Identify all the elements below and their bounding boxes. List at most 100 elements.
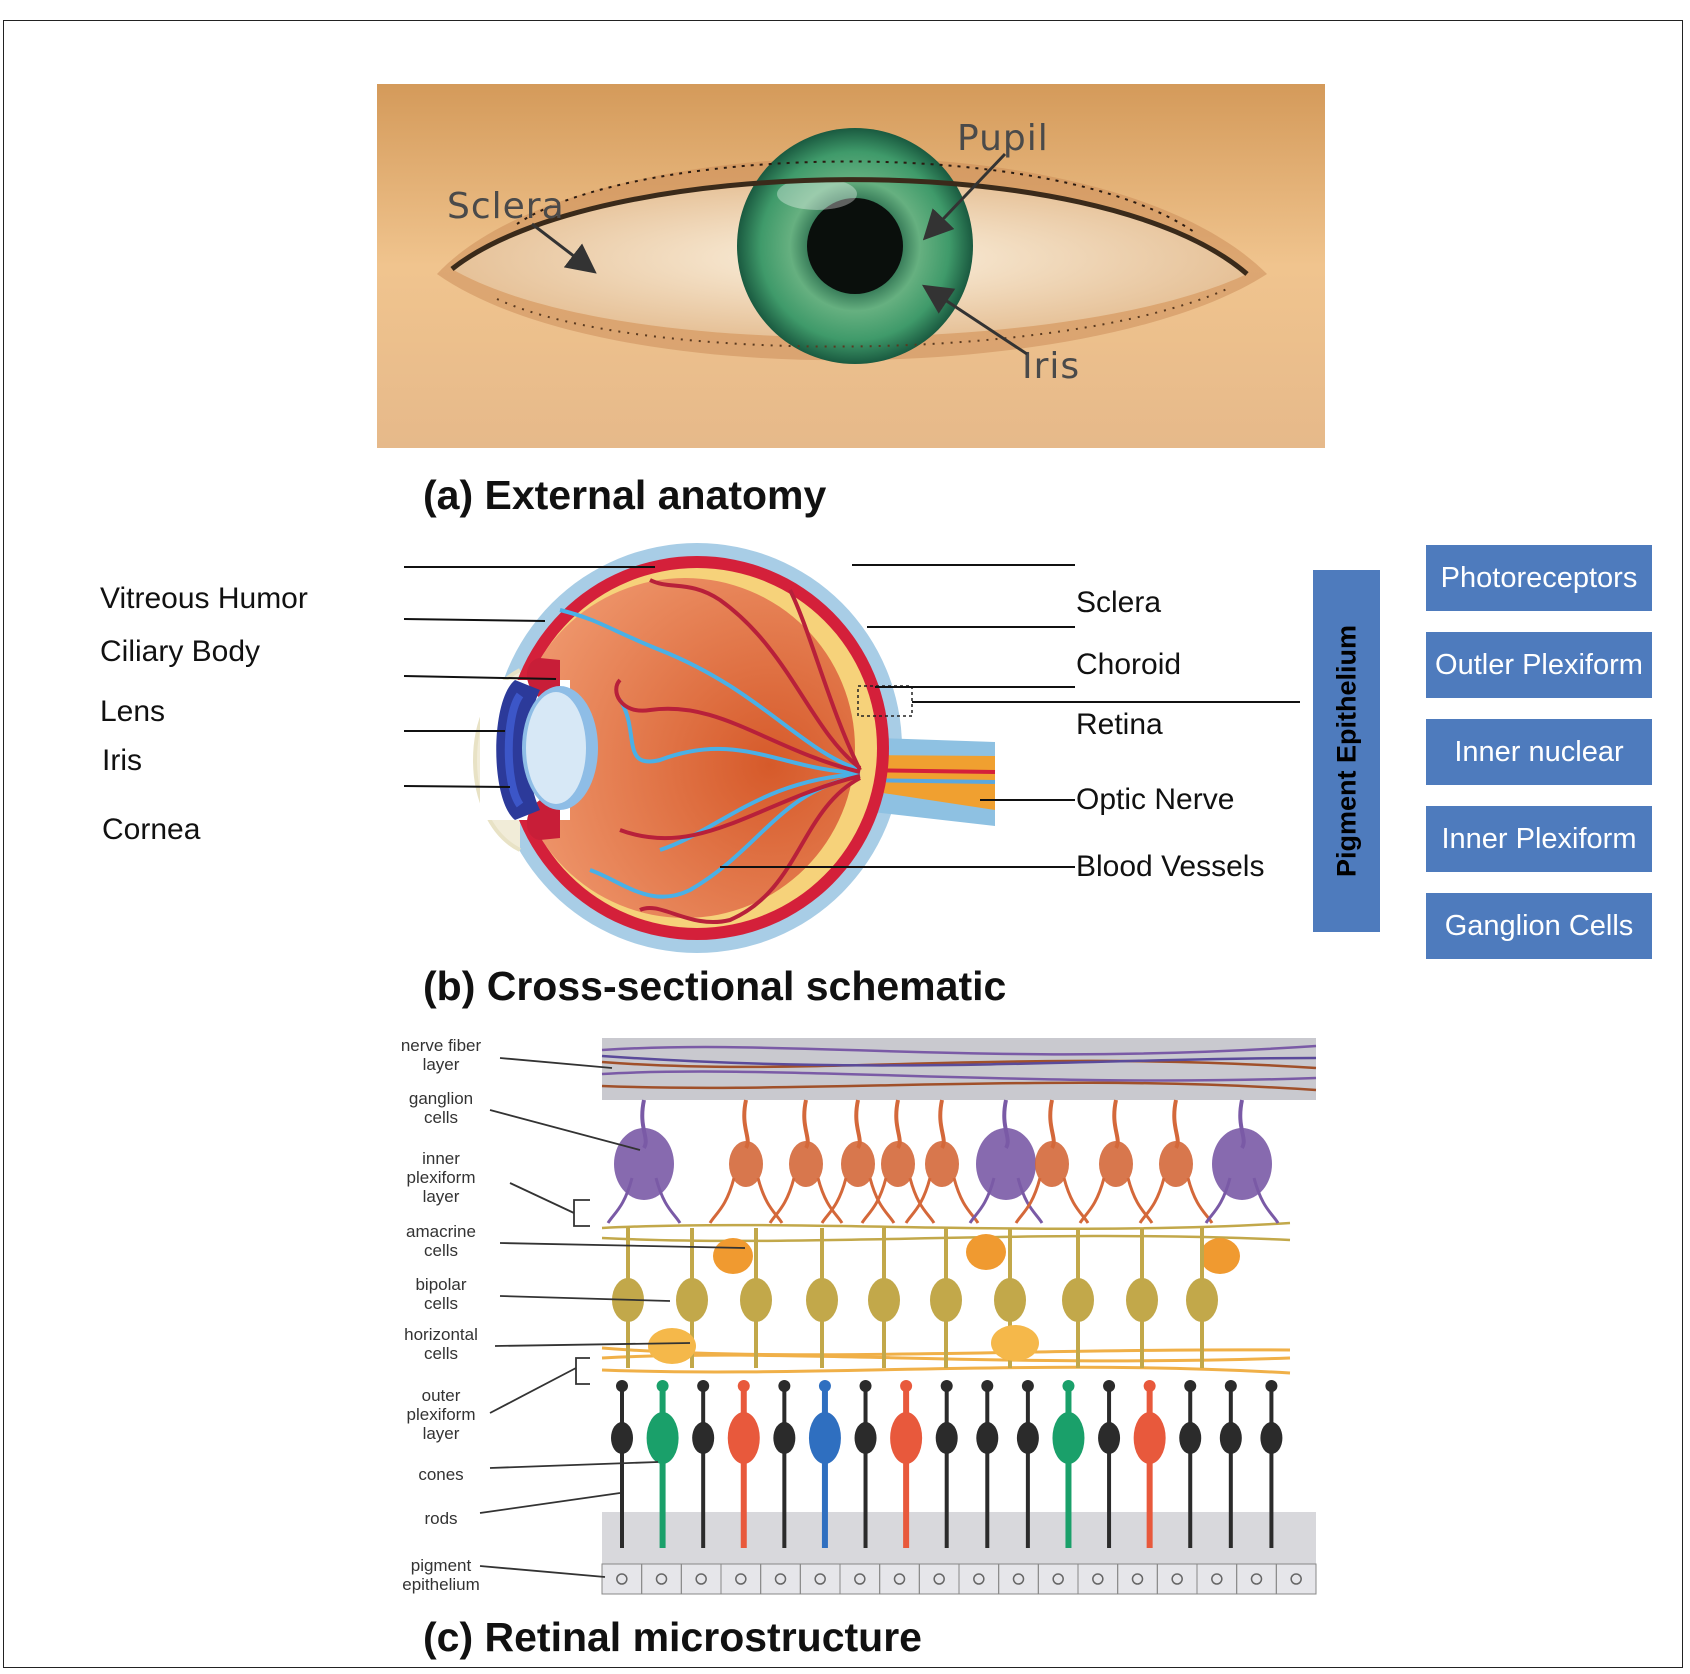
pigment-cell-nucleus	[1052, 1573, 1064, 1585]
label-outer-plexiform-layer: outer plexiform layer	[406, 1386, 476, 1443]
figure-frame	[3, 20, 1683, 1668]
photoreceptor-terminal	[1062, 1380, 1075, 1392]
ganglion-cell	[789, 1141, 823, 1187]
label-retina: Retina	[1076, 708, 1163, 741]
caption-retinal-microstructure: (c) Retinal microstructure	[423, 1614, 922, 1660]
pigment-cell-nucleus	[1211, 1573, 1223, 1585]
label-iris: Iris	[1022, 346, 1080, 387]
pigment-cell	[1275, 1563, 1317, 1595]
ganglion-axon	[854, 1099, 862, 1150]
pigment-cell-nucleus	[1092, 1573, 1104, 1585]
pigment-cell-nucleus	[695, 1573, 707, 1585]
horizontal-cell	[648, 1328, 696, 1364]
label-rods: rods	[424, 1509, 458, 1528]
ganglion-axon	[1048, 1099, 1056, 1150]
amacrine-cell	[966, 1234, 1006, 1270]
bipolar-cell	[930, 1278, 962, 1322]
photoreceptor-terminal	[1224, 1380, 1237, 1392]
label-pigment-epithelium: pigment epithelium	[402, 1556, 480, 1594]
layer-box-photoreceptors: Photoreceptors	[1426, 545, 1652, 611]
photoreceptor-terminal	[859, 1380, 872, 1392]
photoreceptor-terminal	[1021, 1380, 1034, 1392]
label-nerve-fiber-layer: nerve fiber layer	[400, 1036, 482, 1074]
retinal-microstructure-illustration	[479, 1038, 1317, 1595]
cone-nucleus	[727, 1412, 760, 1464]
photoreceptor-terminal	[1265, 1380, 1278, 1392]
rod-nucleus	[611, 1422, 633, 1454]
ganglion-cell	[1159, 1141, 1193, 1187]
label-ciliary-body: Ciliary Body	[100, 635, 261, 668]
ganglion-dendrite	[860, 1177, 936, 1224]
photoreceptor-terminal	[616, 1380, 628, 1392]
pigment-epithelium-label: Pigment Epithelium	[1331, 624, 1361, 878]
label-inner-plexiform-layer: inner plexiform layer	[406, 1149, 476, 1206]
photoreceptor-terminal	[737, 1380, 750, 1392]
ganglion-cell	[1212, 1128, 1272, 1200]
label-optic-nerve: Optic Nerve	[1076, 783, 1235, 816]
pigment-cell-nucleus	[774, 1573, 787, 1585]
photoreceptor-terminal	[981, 1380, 994, 1392]
ganglion-cell	[976, 1128, 1036, 1200]
label-lens: Lens	[100, 695, 166, 728]
photoreceptor-terminal	[778, 1380, 791, 1392]
pigment-cell-nucleus	[1250, 1573, 1263, 1585]
pigment-cell-nucleus	[1171, 1573, 1183, 1585]
ganglion-cell	[925, 1141, 959, 1187]
layer-box-inner-nuclear: Inner nuclear	[1426, 719, 1652, 785]
pigment-cell-nucleus	[1012, 1573, 1025, 1585]
ganglion-cell	[1099, 1141, 1133, 1187]
amacrine-cell	[713, 1238, 753, 1274]
pigment-cell-nucleus	[973, 1573, 985, 1585]
bipolar-cell	[1126, 1278, 1158, 1322]
bipolar-cell	[994, 1278, 1026, 1322]
pigment-cell-nucleus	[893, 1573, 906, 1585]
rod-nucleus	[1098, 1422, 1121, 1454]
label-ganglion-cells: ganglion cells	[408, 1089, 474, 1127]
horizontal-cell	[991, 1325, 1039, 1361]
pigment-cell-nucleus	[933, 1573, 945, 1585]
ganglion-cell	[881, 1141, 915, 1187]
rod-nucleus	[1016, 1422, 1039, 1454]
photoreceptor-terminal	[1184, 1380, 1197, 1392]
pupil-shape	[807, 198, 903, 294]
rod-nucleus	[773, 1422, 796, 1454]
ganglion-dendrite	[768, 1177, 844, 1224]
bipolar-cell	[868, 1278, 900, 1322]
amacrine-cell	[1200, 1238, 1240, 1274]
pigment-cell-nucleus	[814, 1573, 826, 1585]
label-horizontal-cells: horizontal cells	[404, 1325, 478, 1363]
ganglion-cell	[729, 1141, 763, 1187]
bipolar-cell	[740, 1278, 772, 1322]
cone-nucleus	[646, 1412, 679, 1464]
ganglion-dendrite	[820, 1177, 896, 1224]
ganglion-dendrite	[904, 1177, 980, 1224]
ganglion-axon	[1172, 1099, 1180, 1150]
ganglion-dendrite	[708, 1177, 784, 1224]
external-eye-illustration: Sclera Pupil Iris	[377, 84, 1325, 448]
layer-box-ganglion-cells: Ganglion Cells	[1426, 893, 1652, 959]
label-cones: cones	[418, 1465, 464, 1484]
label-amacrine-cells: amacrine cells	[406, 1222, 476, 1260]
bipolar-cell	[676, 1278, 708, 1322]
label-choroid: Choroid	[1076, 648, 1182, 681]
pigment-epithelium-box: Pigment Epithelium	[1313, 570, 1380, 932]
label-sclera: Sclera	[447, 186, 565, 227]
rod-nucleus	[1179, 1422, 1202, 1454]
pigment-cell-nucleus	[735, 1573, 747, 1585]
ganglion-cell	[841, 1141, 875, 1187]
cone-nucleus	[1133, 1412, 1166, 1464]
pigment-cell-nucleus	[854, 1573, 866, 1585]
rod-nucleus	[1219, 1422, 1242, 1454]
label-cornea: Cornea	[102, 813, 201, 846]
layer-box-inner-plexiform: Inner Plexiform	[1426, 806, 1652, 872]
label-pupil: Pupil	[957, 118, 1049, 159]
caption-cross-sectional-schematic: (b) Cross-sectional schematic	[423, 963, 1007, 1009]
ganglion-dendrite	[1078, 1177, 1154, 1224]
ganglion-axon	[742, 1099, 750, 1150]
ganglion-dendrite	[1138, 1177, 1214, 1224]
bipolar-cell	[1186, 1278, 1218, 1322]
cone-nucleus	[890, 1412, 923, 1464]
photoreceptor-terminal	[1143, 1380, 1156, 1392]
ganglion-dendrite	[1014, 1177, 1090, 1224]
rod-nucleus	[935, 1422, 958, 1454]
